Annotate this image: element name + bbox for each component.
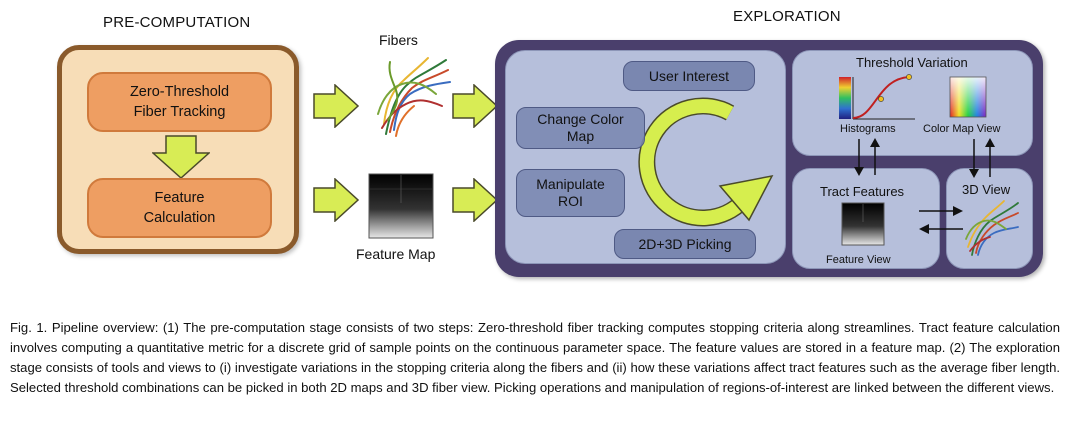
3d-view-title: 3D View — [962, 182, 1011, 197]
right-arrow-icon — [452, 84, 498, 128]
interaction-cycle-icon — [638, 97, 774, 227]
3d-view-panel — [946, 168, 1033, 269]
histograms-label: Histograms — [840, 123, 896, 135]
histogram-icon — [839, 74, 915, 120]
right-arrow-icon — [313, 84, 359, 128]
3d-fiber-image — [965, 200, 1019, 256]
user-interest-box: User Interest — [623, 61, 755, 91]
fibers-label: Fibers — [379, 32, 418, 48]
right-arrow-icon — [452, 178, 498, 222]
feature-view-image — [841, 202, 885, 246]
feature-map-label: Feature Map — [356, 246, 436, 262]
threshold-variation-panel — [792, 50, 1033, 156]
tract-features-panel — [792, 168, 940, 269]
feature-view-label: Feature View — [826, 254, 891, 266]
fiber-tracking-step: Zero-Threshold Fiber Tracking — [87, 72, 272, 132]
change-color-map-box: Change Color Map — [516, 107, 645, 149]
picking-box: 2D+3D Picking — [614, 229, 756, 259]
color-map-view-label: Color Map View — [923, 123, 1001, 135]
figure-caption: Fig. 1. Pipeline overview: (1) The pre-c… — [10, 320, 1060, 395]
tract-features-title: Tract Features — [820, 184, 905, 199]
link-arrows-icon — [854, 138, 880, 176]
link-arrows-icon — [969, 138, 995, 178]
exploration-title: EXPLORATION — [733, 8, 841, 25]
feature-map-image — [368, 173, 434, 239]
link-arrows-icon — [919, 206, 963, 234]
manipulate-roi-box: Manipulate ROI — [516, 169, 625, 217]
color-map-icon — [949, 76, 987, 118]
fiber-tract-image — [377, 57, 451, 137]
feature-calculation-step: Feature Calculation — [87, 178, 272, 238]
threshold-variation-title: Threshold Variation — [856, 55, 968, 70]
right-arrow-icon — [313, 178, 359, 222]
precomputation-title: PRE-COMPUTATION — [103, 14, 251, 31]
down-arrow-icon — [152, 135, 210, 179]
